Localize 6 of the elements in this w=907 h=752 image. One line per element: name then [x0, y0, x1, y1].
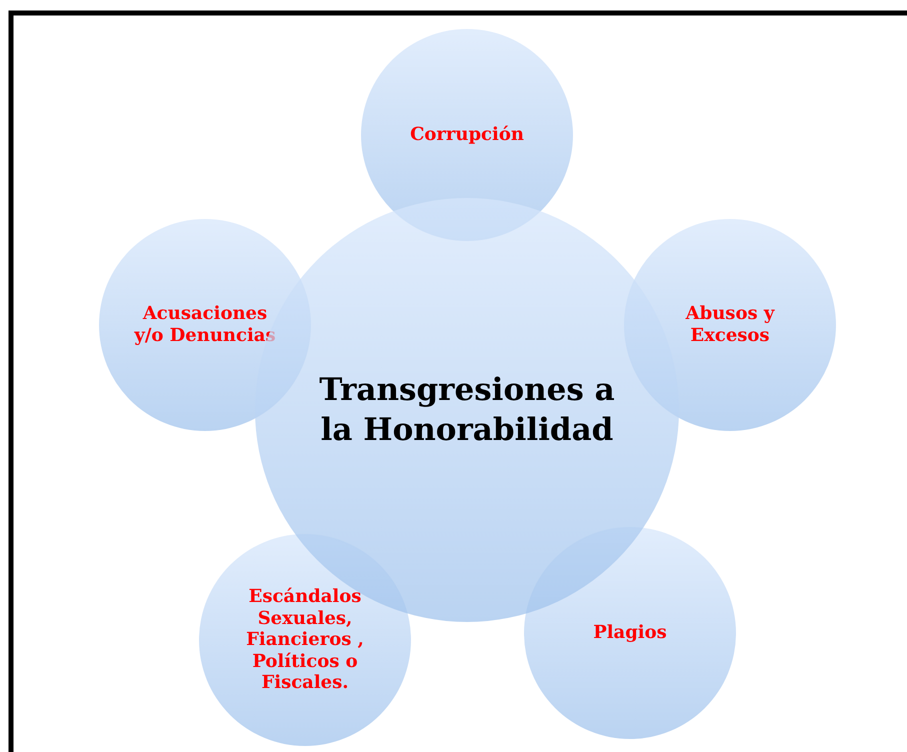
central-label: Transgresiones a la Honorabilidad	[318, 370, 616, 450]
node-label: Corrupción	[409, 124, 525, 146]
node-label: Escándalos Sexuales, Fiancieros , Políticos o Fiscales.	[245, 586, 365, 694]
node-label: Acusaciones y/o Denuncias	[133, 303, 277, 347]
node-label: Abusos y Excesos	[684, 303, 776, 347]
node-label: Plagios	[592, 622, 668, 644]
